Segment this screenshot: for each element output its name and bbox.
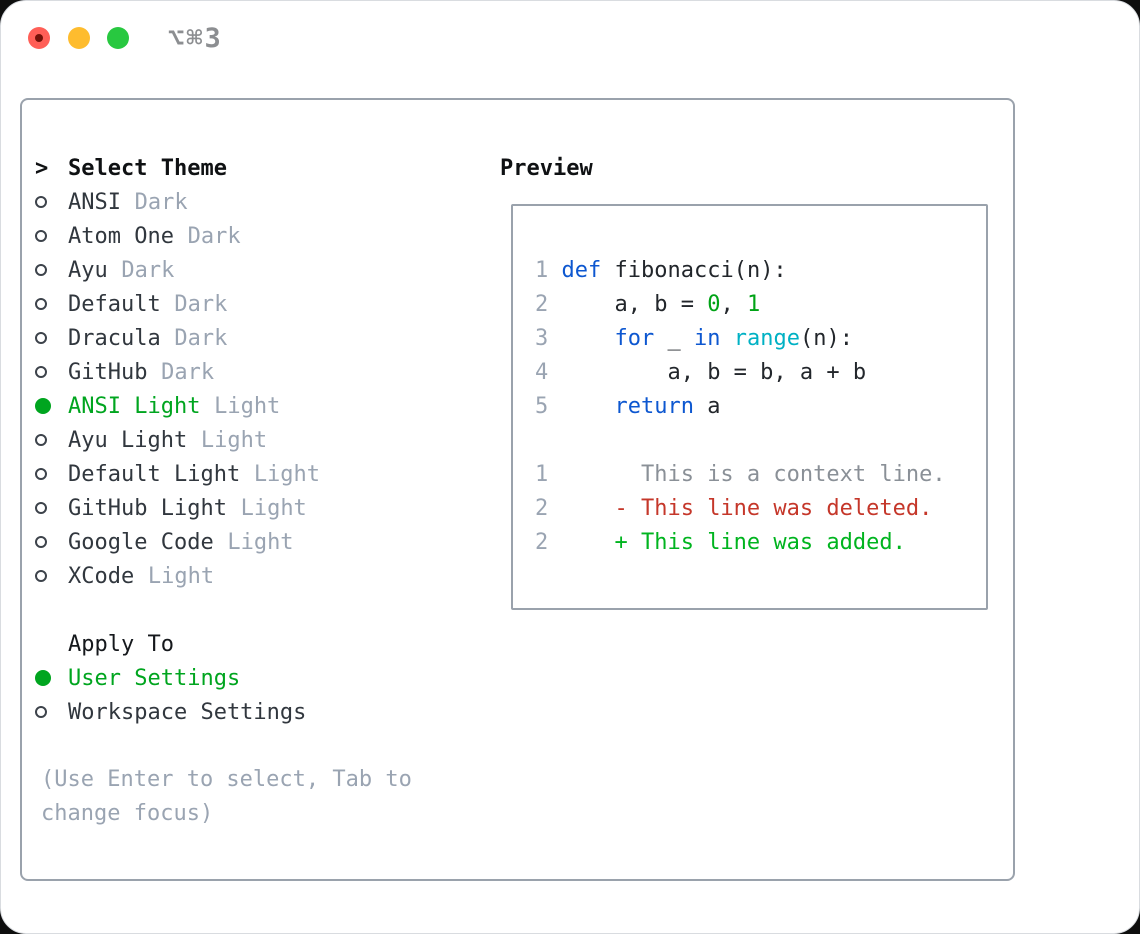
theme-variant-label: Light xyxy=(147,563,215,589)
radio-unselected-icon xyxy=(34,502,68,514)
radio-unselected-icon xyxy=(34,366,68,378)
line-number: 4 xyxy=(535,360,549,385)
theme-list-header: > Select Theme xyxy=(34,151,320,185)
line-number: 2 xyxy=(535,292,549,317)
theme-name: XCode xyxy=(68,563,135,589)
theme-name: Default Light xyxy=(68,461,241,487)
theme-option-ayu[interactable]: Ayu Dark xyxy=(34,253,320,287)
code-line xyxy=(535,424,986,458)
radio-unselected-icon xyxy=(34,706,68,718)
radio-unselected-icon xyxy=(34,434,68,446)
line-number: 1 xyxy=(535,258,549,283)
theme-name: Atom One xyxy=(68,223,174,249)
radio-unselected-icon xyxy=(34,196,68,208)
theme-variant-label: Dark xyxy=(161,359,215,385)
radio-unselected-icon xyxy=(34,536,68,548)
minimize-button[interactable] xyxy=(68,27,90,49)
theme-option-dracula[interactable]: Dracula Dark xyxy=(34,321,320,355)
unsaved-dot-icon xyxy=(35,34,43,42)
theme-variant-label: Dark xyxy=(187,223,241,249)
theme-option-ayu-light[interactable]: Ayu Light Light xyxy=(34,423,320,457)
theme-variant-label: Light xyxy=(227,529,294,555)
code-line: 5 return a xyxy=(535,390,986,424)
apply-option-workspace-settings[interactable]: Workspace Settings xyxy=(34,695,306,729)
theme-name: ANSI Light xyxy=(68,393,201,419)
theme-name: ANSI xyxy=(68,189,121,215)
apply-option-label: Workspace Settings xyxy=(68,699,307,725)
code-line: 3 for _ in range(n): xyxy=(535,322,986,356)
code-line: 1 This is a context line. xyxy=(535,458,986,492)
theme-option-ansi[interactable]: ANSI Dark xyxy=(34,185,320,219)
theme-list-title: Select Theme xyxy=(68,155,227,181)
theme-variant-label: Dark xyxy=(121,257,175,283)
code-line: 2 a, b = 0, 1 xyxy=(535,288,986,322)
theme-variant-label: Dark xyxy=(174,325,228,351)
window-shortcut-label: ⌥⌘3 xyxy=(168,23,223,54)
line-number: 1 xyxy=(535,462,549,487)
apply-to-header-row: Apply To xyxy=(34,627,306,661)
theme-option-xcode[interactable]: XCode Light xyxy=(34,559,320,593)
radio-selected-icon xyxy=(34,670,68,686)
theme-name: Default xyxy=(68,291,161,317)
theme-name: Ayu Light xyxy=(68,427,188,453)
line-number: 2 xyxy=(535,496,549,521)
theme-variant-label: Light xyxy=(253,461,321,487)
apply-option-user-settings[interactable]: User Settings xyxy=(34,661,306,695)
theme-name: Dracula xyxy=(68,325,161,351)
line-number: 2 xyxy=(535,530,549,555)
radio-selected-icon xyxy=(34,398,68,414)
theme-name: GitHub xyxy=(68,359,148,385)
theme-option-ansi-light[interactable]: ANSI Light Light xyxy=(34,389,320,423)
code-line: 4 a, b = b, a + b xyxy=(535,356,986,390)
theme-option-atom-one[interactable]: Atom One Dark xyxy=(34,219,320,253)
theme-option-google-code[interactable]: Google Code Light xyxy=(34,525,320,559)
theme-variant-label: Light xyxy=(200,427,268,453)
keyboard-hint: (Use Enter to select, Tab to change focu… xyxy=(41,767,412,826)
focus-cursor-icon: > xyxy=(35,155,49,181)
radio-unselected-icon xyxy=(34,230,68,242)
theme-variant-label: Dark xyxy=(174,291,228,317)
theme-option-default-light[interactable]: Default Light Light xyxy=(34,457,320,491)
preview-title: Preview xyxy=(500,155,593,181)
theme-name: Google Code xyxy=(68,529,214,555)
radio-unselected-icon xyxy=(34,264,68,276)
theme-option-github[interactable]: GitHub Dark xyxy=(34,355,320,389)
theme-variant-label: Light xyxy=(240,495,307,521)
radio-unselected-icon xyxy=(34,332,68,344)
code-line: 2 - This line was deleted. xyxy=(535,492,986,526)
radio-unselected-icon xyxy=(34,570,68,582)
theme-name: Ayu xyxy=(68,257,108,283)
line-number: 3 xyxy=(535,326,549,351)
theme-name: GitHub Light xyxy=(68,495,227,521)
code-line: 1 def fibonacci(n): xyxy=(535,254,986,288)
close-button[interactable] xyxy=(28,27,50,49)
radio-unselected-icon xyxy=(34,298,68,310)
theme-option-github-light[interactable]: GitHub Light Light xyxy=(34,491,320,525)
zoom-button[interactable] xyxy=(107,27,129,49)
theme-option-default[interactable]: Default Dark xyxy=(34,287,320,321)
code-line: 2 + This line was added. xyxy=(535,526,986,560)
theme-variant-label: Dark xyxy=(134,189,188,215)
line-number: 5 xyxy=(535,394,549,419)
theme-variant-label: Light xyxy=(214,393,281,419)
apply-option-label: User Settings xyxy=(68,665,241,691)
title-bar: ⌥⌘3 xyxy=(1,1,1139,98)
apply-to-title: Apply To xyxy=(68,631,174,657)
radio-unselected-icon xyxy=(34,468,68,480)
